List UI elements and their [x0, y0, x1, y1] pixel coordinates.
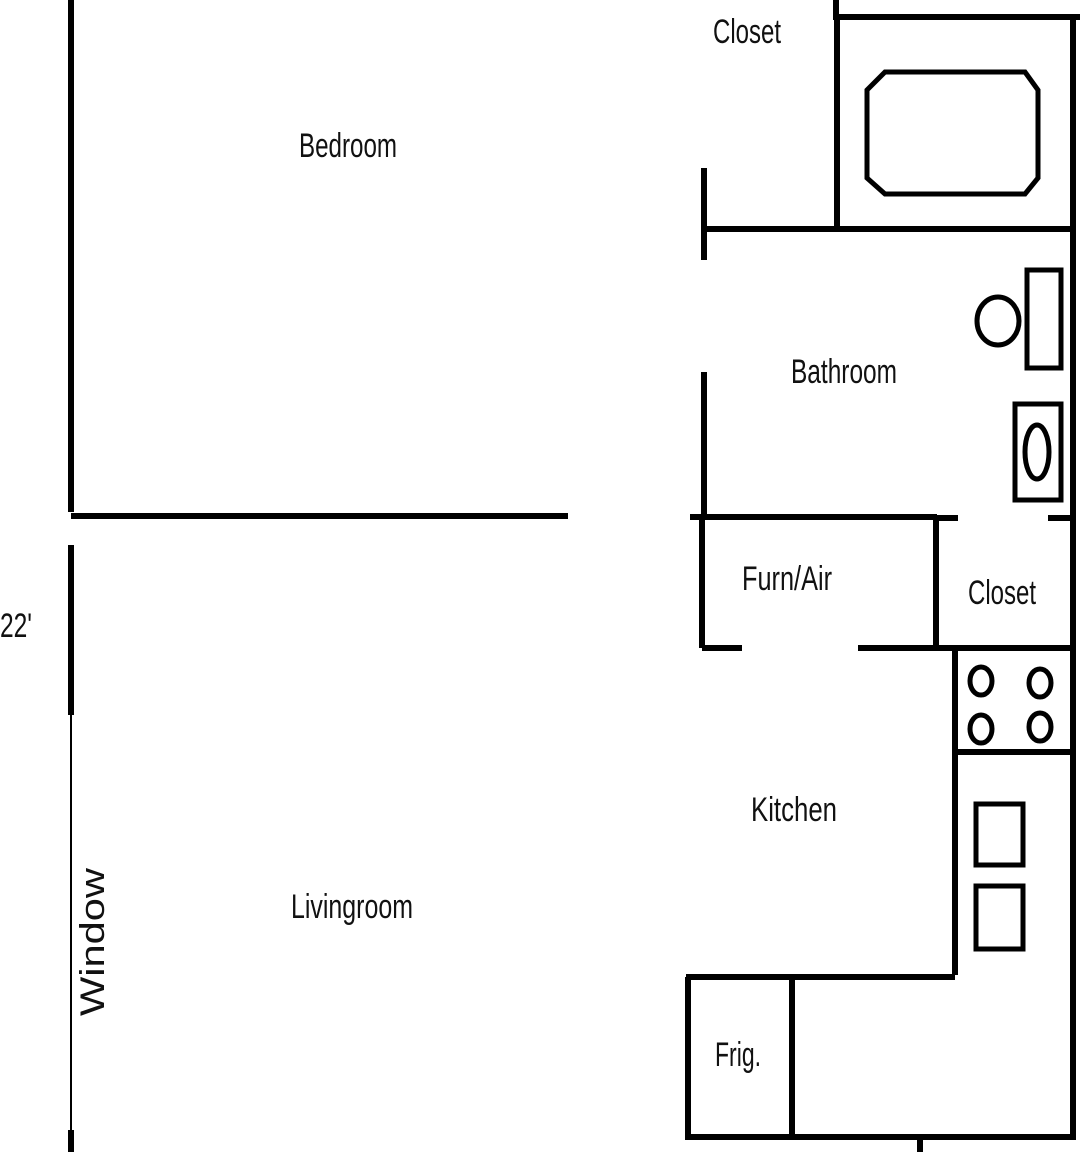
dimension-label: 22'	[0, 607, 32, 645]
closet-top-label: Closet	[713, 13, 781, 51]
bedroom-label: Bedroom	[299, 127, 397, 165]
livingroom-label: Livingroom	[291, 888, 413, 926]
toilet-icon	[974, 267, 1064, 371]
bathroom-label: Bathroom	[791, 353, 897, 391]
interior-walls	[685, 0, 1080, 1152]
sink-icon	[1012, 401, 1064, 503]
kitchen-label: Kitchen	[751, 791, 837, 829]
closet-mid-label: Closet	[968, 574, 1036, 612]
kitchen-sink-icon	[973, 801, 1026, 952]
window-label: Window	[74, 867, 112, 1016]
stove-icon	[967, 664, 1054, 746]
furn-air-label: Furn/Air	[742, 560, 832, 598]
frig-label: Frig.	[715, 1036, 761, 1074]
bathtub-icon	[864, 69, 1041, 197]
